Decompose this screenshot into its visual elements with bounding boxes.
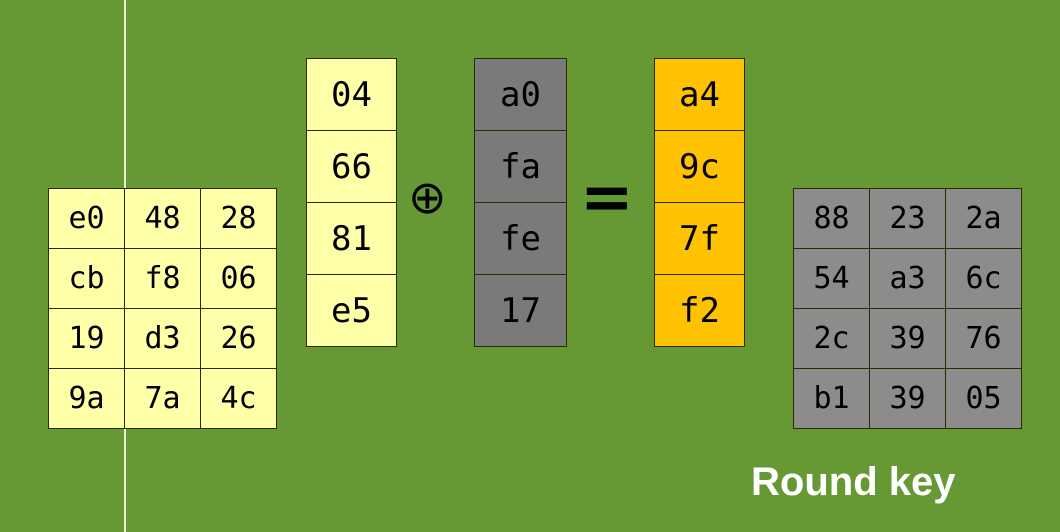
result-column-cell: 9c [655, 131, 745, 203]
round-key-cell: 88 [794, 189, 870, 249]
state-cell: 19 [49, 309, 125, 369]
key-column-cell: fe [475, 203, 567, 275]
state-cell: 9a [49, 369, 125, 429]
round-key-cell: 05 [946, 369, 1022, 429]
equals-operator: = [580, 161, 634, 235]
state-cell: 06 [201, 249, 277, 309]
state-cell: cb [49, 249, 125, 309]
key-column-cell: 17 [475, 275, 567, 347]
state-cell: 4c [201, 369, 277, 429]
round-key-cell: a3 [870, 249, 946, 309]
result-column-cell: 7f [655, 203, 745, 275]
input-column-cell: 66 [307, 131, 397, 203]
round-key-cell: 76 [946, 309, 1022, 369]
state-cell: 48 [125, 189, 201, 249]
state-cell: e0 [49, 189, 125, 249]
key-column-cell: fa [475, 131, 567, 203]
state-cell: d3 [125, 309, 201, 369]
xor-operator: ⊕ [408, 170, 447, 224]
round-key-cell: 54 [794, 249, 870, 309]
round-key-cell: 23 [870, 189, 946, 249]
input-column-cell: 04 [307, 59, 397, 131]
state-cell: 7a [125, 369, 201, 429]
round-key-label: Round key [751, 460, 956, 504]
round-key-cell: b1 [794, 369, 870, 429]
result-column: a4 9c 7f f2 [654, 58, 745, 347]
result-column-cell: f2 [655, 275, 745, 347]
round-key-cell: 39 [870, 369, 946, 429]
state-matrix: e0 48 28 cb f8 06 19 d3 26 9a 7a 4c [48, 188, 277, 429]
round-key-cell: 2c [794, 309, 870, 369]
input-column: 04 66 81 e5 [306, 58, 397, 347]
key-column: a0 fa fe 17 [474, 58, 567, 347]
input-column-cell: e5 [307, 275, 397, 347]
state-cell: 26 [201, 309, 277, 369]
round-key-matrix: 88 23 2a 54 a3 6c 2c 39 76 b1 39 05 [793, 188, 1022, 429]
round-key-cell: 2a [946, 189, 1022, 249]
result-column-cell: a4 [655, 59, 745, 131]
round-key-cell: 6c [946, 249, 1022, 309]
key-column-cell: a0 [475, 59, 567, 131]
input-column-cell: 81 [307, 203, 397, 275]
round-key-cell: 39 [870, 309, 946, 369]
state-cell: f8 [125, 249, 201, 309]
state-cell: 28 [201, 189, 277, 249]
